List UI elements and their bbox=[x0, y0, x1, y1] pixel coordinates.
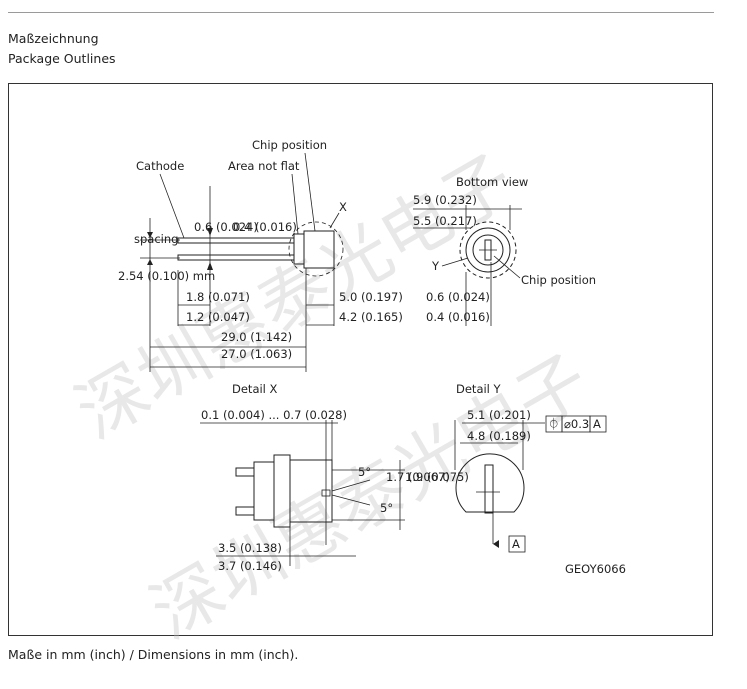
lead-dim-label-2: 0.4 (0.016) bbox=[233, 220, 297, 234]
angle-1: 5° bbox=[358, 465, 371, 479]
dimensions-footnote: Maße in mm (inch) / Dimensions in mm (in… bbox=[8, 647, 299, 662]
x-marker: X bbox=[339, 200, 347, 214]
detail-x-circle bbox=[288, 221, 344, 277]
tolerance-datum: A bbox=[593, 417, 601, 431]
dim-29: 29.0 (1.142) bbox=[221, 330, 292, 344]
dim-1-9: 1.9 (0.075) bbox=[405, 470, 469, 484]
dim-0-4: 0.4 (0.016) bbox=[426, 310, 490, 324]
tolerance-value: ⌀0.3 bbox=[564, 417, 589, 431]
chip-leader bbox=[304, 152, 316, 232]
detail-x: Detail X 0.1 (0.004) ... 0.7 (0.028) 5° … bbox=[200, 382, 469, 573]
bottom-inner-circle bbox=[472, 234, 504, 266]
lead-top bbox=[177, 237, 295, 244]
detail-y-outline bbox=[455, 453, 525, 513]
position-tolerance-symbol: ⏀ bbox=[548, 417, 560, 431]
datum-a: A bbox=[512, 537, 520, 551]
heading-english: Package Outlines bbox=[8, 51, 116, 66]
bottom-view-title: Bottom view bbox=[456, 175, 528, 189]
dim-3-5: 3.5 (0.138) bbox=[218, 541, 282, 555]
outer-dashed-circle bbox=[459, 221, 517, 279]
detail-lead-top bbox=[235, 467, 255, 477]
body bbox=[303, 230, 335, 269]
bottom-view: Bottom view 5.9 (0.232) 5.5 (0.217) Y Ch… bbox=[413, 175, 596, 326]
detail-y: Detail Y 5.1 (0.201) 4.8 (0.189) ⏀ ⌀0.3 … bbox=[454, 382, 607, 553]
detail-x-title: Detail X bbox=[232, 382, 278, 396]
pitch-label: 2.54 (0.100) mm bbox=[118, 269, 215, 283]
dim-5-1: 5.1 (0.201) bbox=[467, 408, 531, 422]
dim-5-0: 5.0 (0.197) bbox=[339, 290, 403, 304]
cathode-label: Cathode bbox=[136, 159, 184, 173]
detail-lead-bottom bbox=[235, 506, 255, 516]
area-not-flat-label: Area not flat bbox=[228, 159, 300, 173]
drawing-frame bbox=[8, 83, 713, 636]
angle-2: 5° bbox=[380, 501, 393, 515]
dim-3-7: 3.7 (0.146) bbox=[218, 559, 282, 573]
side-view: Chip position Cathode Area not flat X 0.… bbox=[118, 138, 403, 372]
x-leader bbox=[329, 212, 340, 229]
dim-5-9: 5.9 (0.232) bbox=[413, 193, 477, 207]
drawing-code: GEOY6066 bbox=[565, 562, 626, 576]
top-rule bbox=[8, 12, 714, 13]
dim-1-8: 1.8 (0.071) bbox=[186, 290, 250, 304]
dim-1-2: 1.2 (0.047) bbox=[186, 310, 250, 324]
bottom-chip-position: Chip position bbox=[521, 273, 596, 287]
spacing-label: spacing bbox=[134, 232, 178, 246]
dim-5-5: 5.5 (0.217) bbox=[413, 214, 477, 228]
dim-gap: 0.1 (0.004) ... 0.7 (0.028) bbox=[201, 408, 347, 422]
heading-german: Maßzeichnung bbox=[8, 31, 99, 46]
lead-dim-label: 0.6 (0.024) bbox=[194, 220, 258, 234]
chip-position-label: Chip position bbox=[252, 138, 327, 152]
detail-y-title: Detail Y bbox=[456, 382, 502, 396]
y-marker: Y bbox=[431, 259, 440, 273]
dim-4-2: 4.2 (0.165) bbox=[339, 310, 403, 324]
dim-0-6: 0.6 (0.024) bbox=[426, 290, 490, 304]
cathode-leader bbox=[159, 173, 185, 239]
dim-1-7: 1.7 (0.067) bbox=[386, 470, 450, 484]
bottom-outer-circle bbox=[465, 227, 511, 273]
dim-27: 27.0 (1.063) bbox=[221, 347, 292, 361]
area-leader bbox=[291, 173, 299, 235]
dim-4-8: 4.8 (0.189) bbox=[467, 429, 531, 443]
